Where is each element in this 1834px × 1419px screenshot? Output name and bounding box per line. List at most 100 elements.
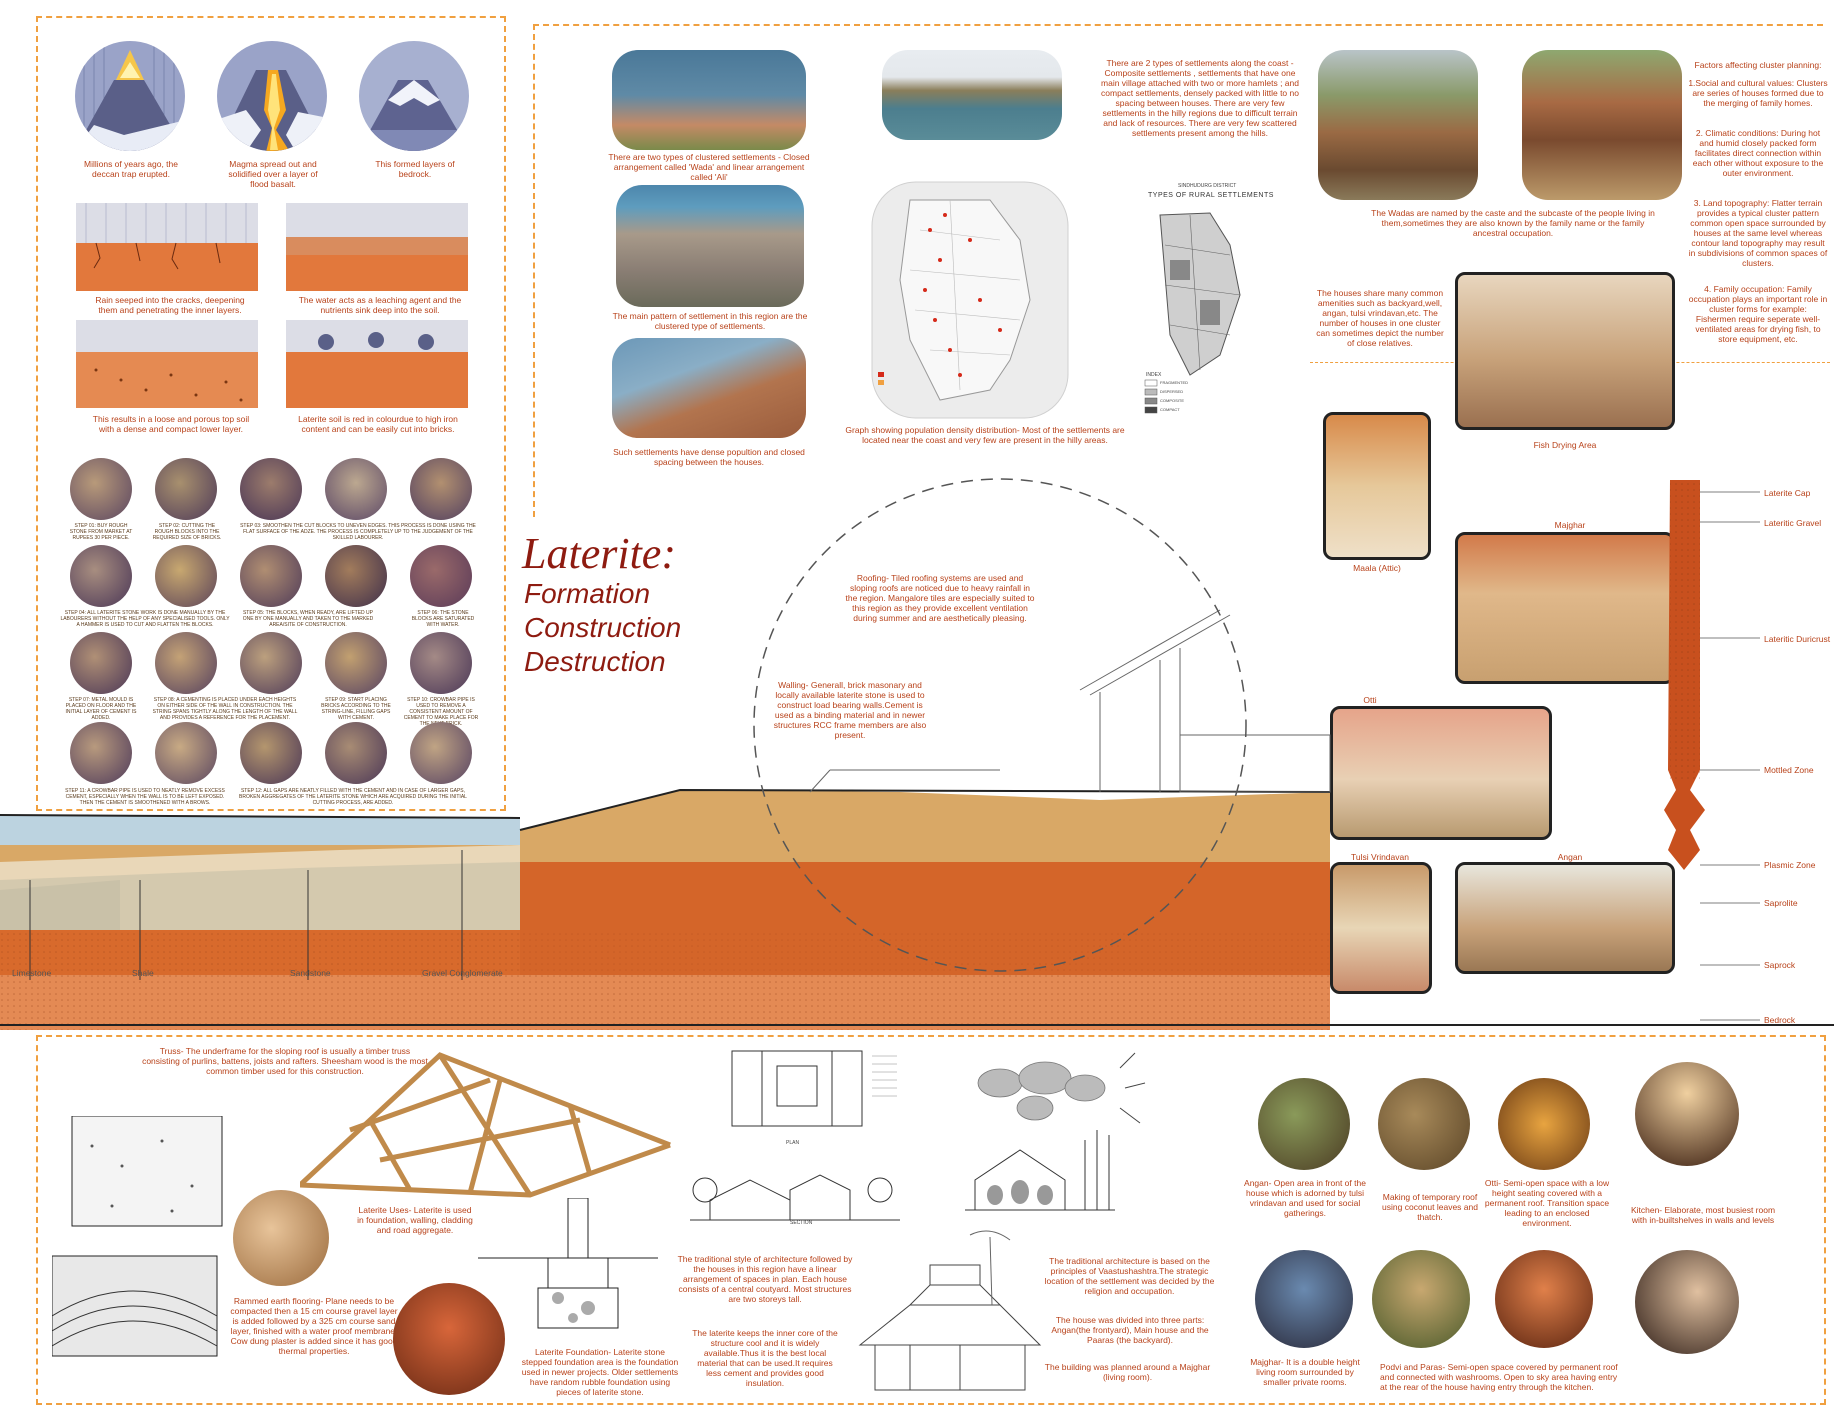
map-title: TYPES OF RURAL SETTLEMENTS [1148,192,1274,199]
majghar-space-text: Majghar- It is a double height living ro… [1250,1357,1360,1387]
step-photo-5b [325,545,387,607]
terrain-cross-section [0,478,1834,1030]
profile-gravel: Lateritic Gravel [1764,518,1822,528]
page-title: Laterite: [522,529,676,578]
rammed-text: Rammed earth flooring- Plane needs to be… [230,1296,398,1356]
majghar-photo [1255,1250,1353,1348]
parts-text: The house was divided into three parts: … [1051,1315,1209,1345]
formation-caption-laterite: Laterite soil is red in colourdue to hig… [298,414,458,434]
angan-sketch [1455,862,1675,974]
step-text-5: STEP 05: THE BLOCKS, WHEN READY, ARE LIF… [242,610,374,628]
step-photo-11 [70,722,132,784]
strata-sandstone: Sandstone [290,968,331,978]
soil-porous-illustration [76,320,258,408]
volcano-illustration-1 [75,41,185,151]
settlement-text-2: The main pattern of settlement in this r… [612,311,808,331]
factor-2: 2. Climatic conditions: During hot and h… [1692,128,1824,178]
step-text-12: STEP 12: ALL GAPS ARE NEATLY FILLED WITH… [239,788,467,806]
formation-caption-porous: This results in a loose and porous top s… [92,414,250,434]
volcano-illustration-3 [359,41,469,151]
map-legend-2: DISPERSED [1160,389,1184,394]
step-photo-7 [70,632,132,694]
podvi-space-text: Podvi and Paras- Semi-open space covered… [1380,1362,1618,1392]
vaastu-text: The traditional architecture is based on… [1044,1256,1215,1296]
step-photo-3c [410,458,472,520]
house-section-drawing [690,1174,900,1221]
profile-plasmic: Plasmic Zone [1764,860,1816,870]
otti-space-text: Otti- Semi-open space with a low height … [1484,1178,1610,1228]
inner-core-text: The laterite keeps the inner core of the… [692,1328,838,1388]
laterite-wall-photo [393,1283,505,1395]
step-photo-6 [410,545,472,607]
step-photo-12b [325,722,387,784]
otti-photo [1498,1078,1590,1170]
strata-shale: Shale [132,968,154,978]
otti-label: Otti [1363,695,1377,705]
map-legend-title: INDEX [1146,372,1162,378]
step-text-7: STEP 07: METAL MOULD IS PLACED ON FLOOR … [65,697,137,721]
map-district-label: SINDHUDURG DISTRICT [1178,183,1237,189]
page-subtitle-formation: Formation [524,578,651,609]
kitchen-space-text: Kitchen- Elaborate, most busiest room wi… [1630,1205,1776,1225]
angan-label: Angan [1557,852,1583,862]
profile-saprolite: Saprolite [1764,898,1798,908]
tulsi-sketch [1330,862,1432,994]
truss-text: Truss- The underframe for the sloping ro… [142,1046,428,1076]
roof-space-text: Making of temporary roof using coconut l… [1382,1192,1478,1222]
step-photo-8 [155,632,217,694]
step-photo-9 [325,632,387,694]
factors-heading: Factors affecting cluster planning: [1694,60,1822,70]
kitchen-photo [1635,1062,1739,1166]
coast-photo-3 [612,338,806,438]
traditional-text: The traditional style of architecture fo… [677,1254,853,1304]
step-text-2: STEP 02: CUTTING THE ROUGH BLOCKS INTO T… [152,523,222,541]
angan-photo [1258,1078,1350,1170]
flooring-layers-illustration [52,1116,223,1357]
coast-photo-1 [612,50,806,150]
coast-photo-2 [616,185,804,307]
rural-settlements-map [1144,212,1241,414]
map-legend-4: COMPACT [1160,407,1180,412]
profile-saprock: Saprock [1764,960,1796,970]
soil-rain-illustration [76,203,258,291]
profile-duricrust: Lateritic Duricrust [1764,634,1831,644]
formation-caption-2: Magma spread out and solidified over a l… [228,159,318,189]
factor-4: 4. Family occupation: Family occupation … [1688,284,1828,344]
step-text-3: STEP 03: SMOOTHEN THE CUT BLOCKS TO UNEV… [240,523,476,541]
step-text-1: STEP 01: BUY ROUGH STONE FROM MARKET AT … [69,523,133,541]
map-legend-3: COMPOSITE [1160,398,1185,403]
harbour-photo [882,50,1062,140]
settlement-text-4: There are 2 types of settlements along t… [1101,58,1299,138]
angan-space-text: Angan- Open area in front of the house w… [1244,1178,1366,1218]
profile-bedrock: Bedrock [1764,1015,1796,1025]
uses-text: Laterite Uses- Laterite is used in found… [357,1205,473,1235]
rammed-earth-photo [233,1190,329,1286]
factor-1: 1.Social and cultural values: Clusters a… [1688,78,1828,108]
fish-drying-label: Fish Drying Area [1533,440,1597,450]
tulsi-label: Tulsi Vrindavan [1351,852,1409,862]
temporary-roof-photo [1378,1078,1470,1170]
step-photo-3b [325,458,387,520]
strata-conglomerate: Gravel Conglomerate [422,968,503,978]
profile-mottled: Mottled Zone [1764,765,1814,775]
settlement-text-1: There are two types of clustered settlem… [608,152,810,182]
maala-label: Maala (Attic) [1353,563,1401,573]
population-density-map [871,181,1069,419]
wada-photo-2 [1522,50,1682,200]
step-photo-2 [155,458,217,520]
formation-caption-3: This formed layers of bedrock. [375,159,455,179]
foundation-section-illustration [478,1198,658,1329]
majghar-label: Majghar [1554,520,1586,530]
step-photo-4b [155,545,217,607]
house-plan-drawing [731,1050,897,1127]
house-elevation-drawing [965,1130,1115,1211]
step-photo-4 [70,545,132,607]
volcano-illustration-2 [217,41,327,151]
section-label: SECTION [790,1220,813,1226]
paras-photo [1495,1250,1593,1348]
frame-formation [36,16,506,811]
page-subtitle-construction: Construction [524,612,682,643]
amenities-caption: The houses share many common amenities s… [1316,288,1444,348]
maala-sketch [1323,412,1431,560]
vaastu-diagram [977,1052,1146,1124]
